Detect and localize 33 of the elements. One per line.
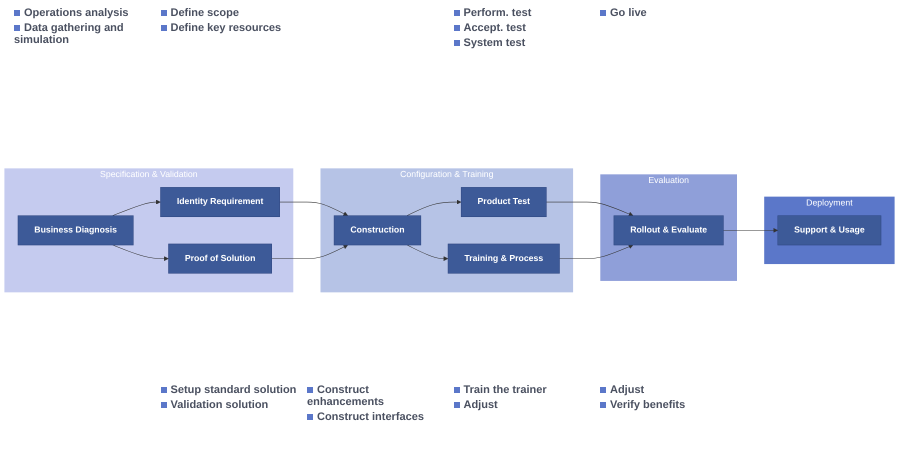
arrow [546, 202, 634, 216]
bullet-item: Define key resources [160, 22, 299, 34]
bullet-item: Adjust [454, 399, 592, 411]
node-box: Construction [334, 216, 422, 246]
bullet-item: Construct interfaces [307, 411, 446, 423]
bullet-item: Data gathering and simulation [14, 22, 152, 46]
bullet-item: Operations analysis [14, 7, 152, 19]
bullet-item: Accept. test [454, 22, 592, 34]
node-box: Product Test [460, 187, 547, 218]
arrow [112, 244, 169, 262]
arrow [406, 244, 448, 262]
node-box: Proof of Solution [168, 244, 272, 274]
bullet-item: Adjust [600, 384, 738, 396]
node-box: Identity Requirement [160, 187, 280, 218]
bullet-item: Validation solution [160, 399, 299, 411]
node-box: Support & Usage [778, 216, 882, 246]
bullet-item: Train the trainer [454, 384, 592, 396]
node-box: Training & Process [448, 244, 560, 274]
bullet-item: Setup standard solution [160, 384, 299, 396]
node-box: Business Diagnosis [18, 216, 134, 246]
bullet-item: Define scope [160, 7, 299, 19]
arrow [559, 244, 634, 260]
arrow [271, 244, 348, 260]
arrow [723, 228, 778, 233]
bullet-item: Go live [600, 7, 738, 19]
bullet-item: Verify benefits [600, 399, 738, 411]
bullet-item: Construct enhancements [307, 384, 446, 408]
arrow [112, 200, 161, 216]
bullet-item: Perform. test [454, 7, 592, 19]
arrow [406, 200, 462, 216]
arrow [279, 202, 348, 216]
bullet-item: System test [454, 37, 592, 49]
node-box: Rollout & Evaluate [614, 216, 724, 246]
